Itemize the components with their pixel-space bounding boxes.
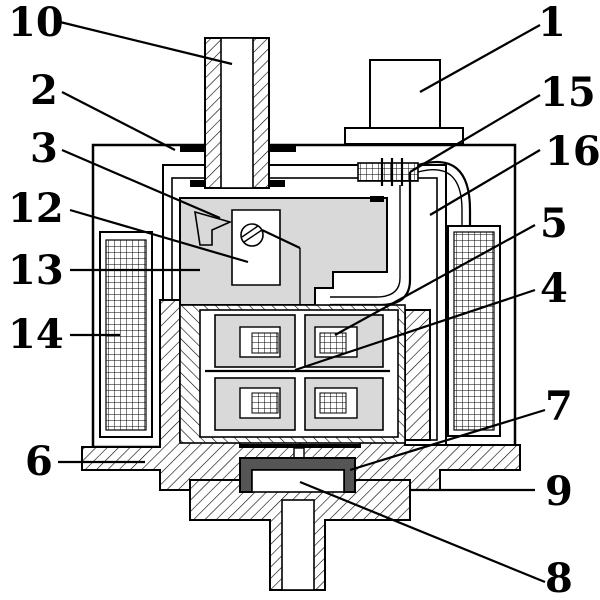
connector [344,59,464,145]
upper-frame [179,196,388,445]
base-nozzle [189,479,411,591]
label-14: 14 [8,311,64,358]
top-seal [180,145,296,187]
leader-lines [58,20,546,584]
callout-labels: 10 1 2 15 3 16 12 5 13 4 14 7 6 9 8 [8,0,600,600]
label-9: 9 [545,468,573,515]
label-15: 15 [540,69,596,116]
label-13: 13 [8,247,64,294]
label-2: 2 [30,67,58,114]
label-16: 16 [545,128,600,175]
diaphragm [239,457,356,493]
label-6: 6 [25,438,53,485]
right-coil [447,225,501,437]
sensing-cells [205,314,390,461]
label-1: 1 [538,0,566,46]
label-3: 3 [30,125,58,172]
label-5: 5 [540,200,568,247]
label-7: 7 [545,383,573,430]
label-12: 12 [8,185,64,232]
label-4: 4 [540,265,568,312]
label-10: 10 [8,0,64,46]
intake-tube [204,37,270,189]
label-8: 8 [545,555,573,600]
